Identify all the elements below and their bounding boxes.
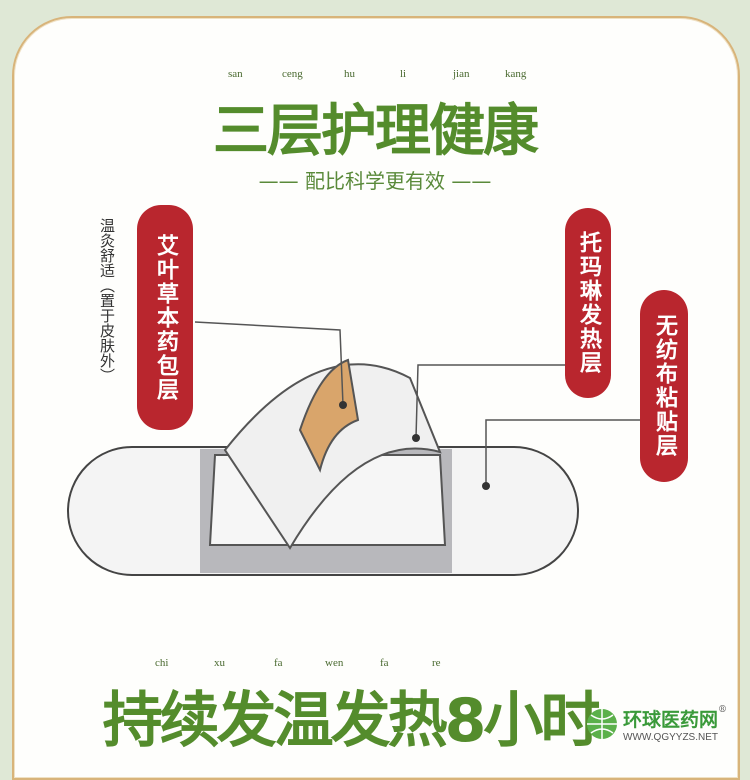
label-tourmaline-layer: 托玛琳发热层 xyxy=(565,208,611,398)
tourmaline-layer xyxy=(223,363,442,550)
watermark: 环球医药网 WWW.QGYYZS.NET ® xyxy=(585,705,727,743)
layer-note: 温灸舒适（置于皮肤外） xyxy=(98,218,116,383)
subtitle: —— 配比科学更有效 —— xyxy=(0,165,750,194)
pinyin: fa xyxy=(380,657,389,669)
pinyin: wen xyxy=(325,657,344,669)
dash: —— xyxy=(451,169,492,193)
pinyin: san xyxy=(228,68,243,80)
page-title: 三层护理健康 xyxy=(213,99,539,164)
registered-mark: ® xyxy=(718,705,728,715)
pinyin: chi xyxy=(155,657,169,669)
pinyin: hu xyxy=(344,68,355,80)
footer-title: 持续发温发热8小时 xyxy=(102,686,601,756)
pinyin: re xyxy=(432,657,441,669)
watermark-name: 环球医药网 xyxy=(623,709,719,731)
pinyin: xu xyxy=(214,657,225,669)
globe-icon xyxy=(587,709,617,739)
pinyin: kang xyxy=(505,68,527,80)
herbal-layer xyxy=(298,358,360,473)
watermark-url: WWW.QGYYZS.NET xyxy=(623,732,718,743)
patch-diagram xyxy=(67,321,640,576)
pinyin: fa xyxy=(274,657,283,669)
pinyin: jian xyxy=(453,68,470,80)
pinyin: ceng xyxy=(282,68,303,80)
label-herbal-layer: 艾叶草本药包层 xyxy=(137,205,193,430)
pinyin: li xyxy=(400,68,407,80)
subtitle-text: 配比科学更有效 xyxy=(305,169,445,193)
label-nonwoven-layer: 无纺布粘贴层 xyxy=(640,290,688,482)
dash: —— xyxy=(258,169,299,193)
